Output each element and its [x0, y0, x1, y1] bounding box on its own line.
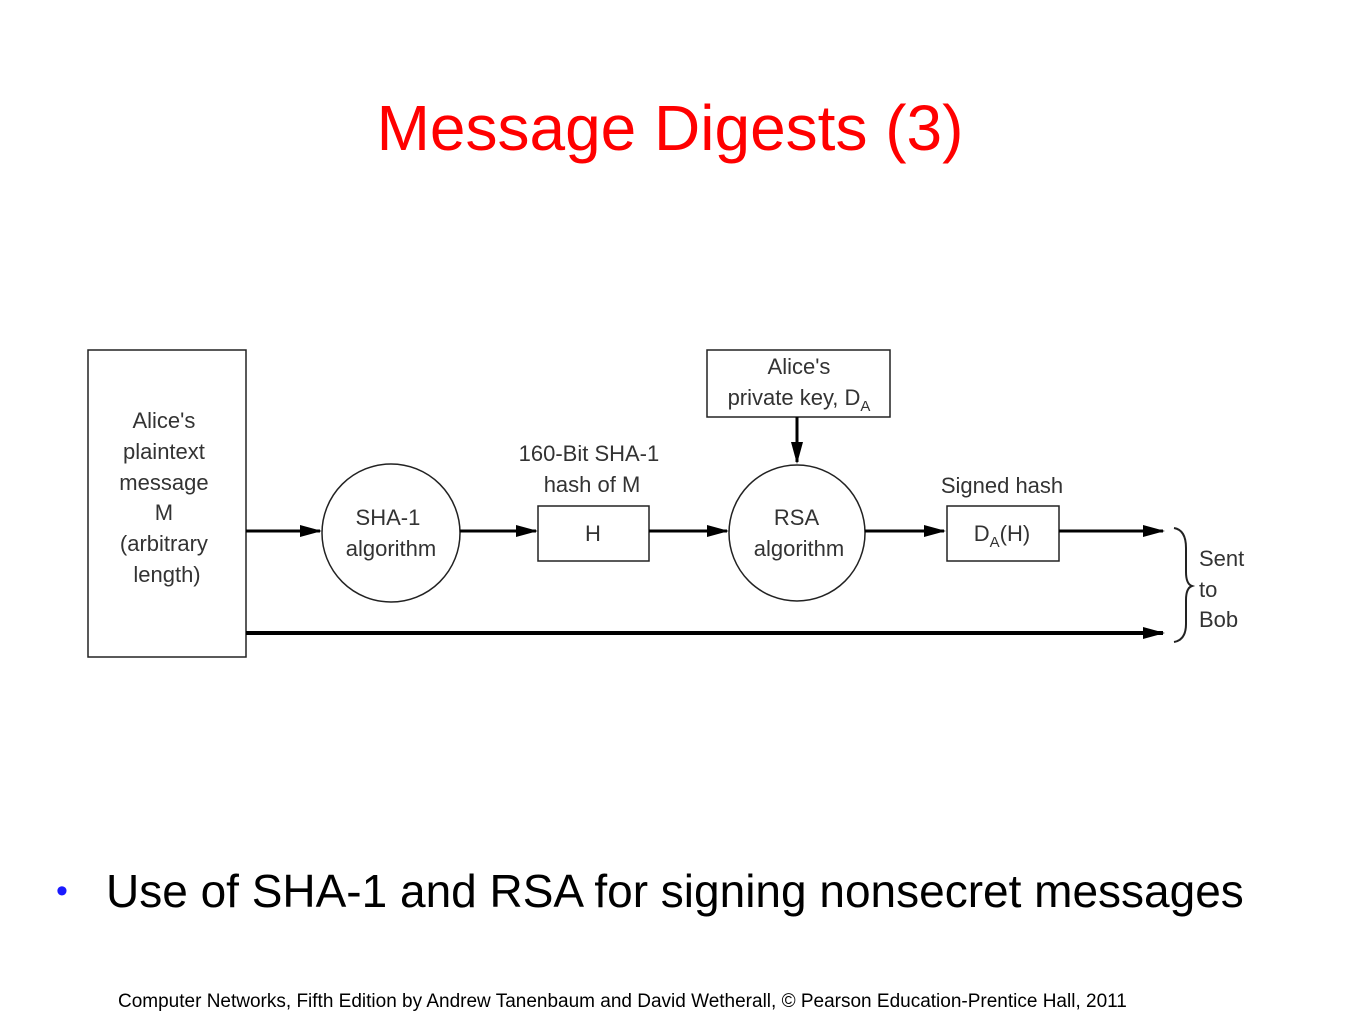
plaintext-label: Alice's plaintext message M (arbitrary l… [119, 408, 214, 587]
signed-hash-box [946, 505, 1060, 562]
page-title: Message Digests (3) [376, 92, 964, 164]
private-key-label-line1: Alice's [768, 354, 831, 379]
bullet-marker: • [56, 872, 68, 910]
plaintext-box [87, 349, 247, 658]
footer-credit: Computer Networks, Fifth Edition by Andr… [118, 991, 1127, 1012]
sent-to-bob-label: Sent to Bob [1199, 546, 1250, 632]
hash-box [537, 505, 650, 562]
rsa-label: RSA algorithm [754, 505, 844, 561]
signed-hash-label: Signed hash [941, 473, 1063, 498]
private-key-label-line2: private key, DA [728, 385, 871, 415]
sha1-node [321, 463, 461, 603]
rsa-node [728, 464, 866, 602]
bullet-item: Use of SHA-1 and RSA for signing nonsecr… [106, 865, 1244, 917]
curly-brace [1173, 527, 1196, 643]
hash-box-label: H [585, 521, 601, 546]
hash-label: 160-Bit SHA-1 hash of M [519, 441, 666, 497]
signed-hash-box-label: DA(H) [974, 521, 1030, 551]
sha1-label: SHA-1 algorithm [346, 505, 436, 561]
private-key-box [706, 349, 891, 418]
